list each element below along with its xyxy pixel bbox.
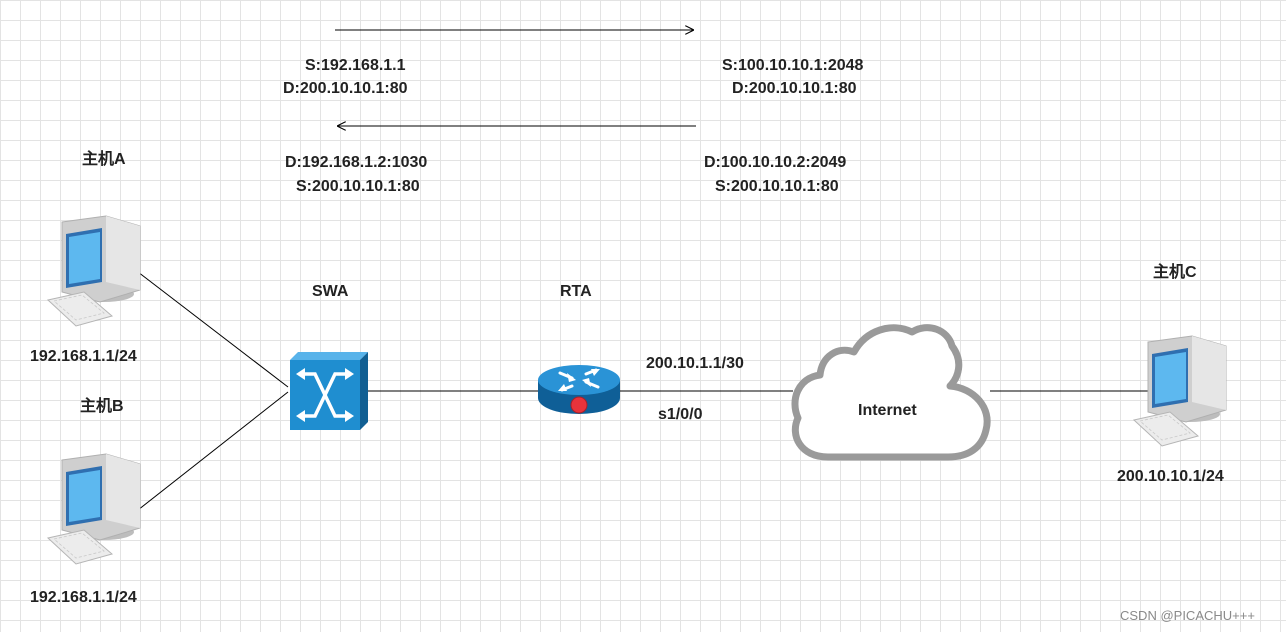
forward-left-line-1: S:192.168.1.1 (305, 57, 406, 74)
router-interface-name: s1/0/0 (658, 406, 703, 423)
forward-right-line-2: D:200.10.10.1:80 (732, 80, 857, 97)
switch-icon[interactable] (288, 352, 370, 432)
host-b-ip: 192.168.1.1/24 (30, 589, 137, 606)
router-icon[interactable] (536, 362, 622, 418)
backward-left-line-1: D:192.168.1.2:1030 (285, 154, 428, 171)
host-b-name: 主机B (80, 398, 124, 415)
watermark: CSDN @PICACHU+++ (1120, 608, 1255, 623)
link-host-b-switch (137, 391, 289, 511)
router-name: RTA (560, 283, 592, 300)
host-c-name: 主机C (1153, 264, 1197, 281)
backward-right-line-2: S:200.10.10.1:80 (715, 178, 839, 195)
forward-right-line-1: S:100.10.10.1:2048 (722, 57, 864, 74)
switch-name: SWA (312, 283, 349, 300)
host-b-computer-icon[interactable] (40, 450, 144, 570)
link-host-a-switch (137, 271, 289, 388)
internet-label: Internet (858, 402, 917, 419)
forward-left-line-2: D:200.10.10.1:80 (283, 80, 408, 97)
backward-right-line-1: D:100.10.10.2:2049 (704, 154, 847, 171)
host-c-ip: 200.10.10.1/24 (1117, 468, 1224, 485)
router-interface-ip: 200.10.1.1/30 (646, 355, 744, 372)
host-a-computer-icon[interactable] (40, 212, 144, 332)
host-a-ip: 192.168.1.1/24 (30, 348, 137, 365)
host-a-name: 主机A (82, 151, 126, 168)
host-c-computer-icon[interactable] (1126, 332, 1230, 452)
backward-left-line-2: S:200.10.10.1:80 (296, 178, 420, 195)
internet-cloud-icon[interactable] (788, 320, 998, 465)
